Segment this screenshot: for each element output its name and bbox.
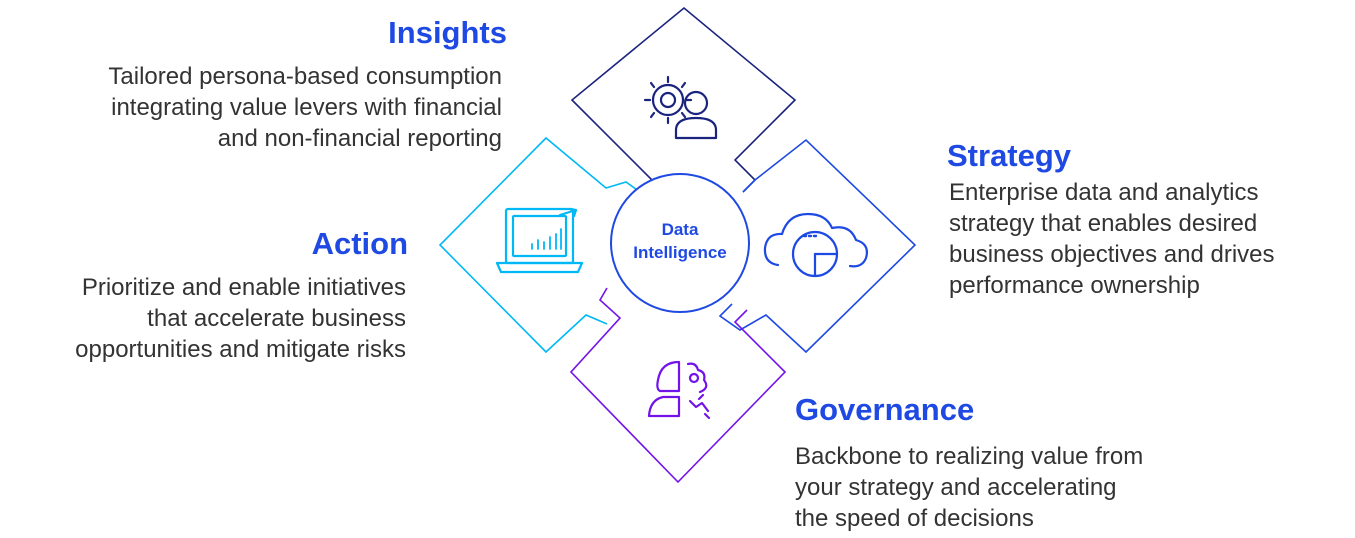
- center-label-line-1: Data: [661, 220, 699, 239]
- insights-description-line: and non-financial reporting: [217, 125, 502, 152]
- action-description-line: Prioritize and enable initiatives: [81, 274, 406, 301]
- action-description-line: that accelerate business: [147, 305, 406, 332]
- head-gears-icon: [647, 360, 711, 420]
- gear-person-icon: [643, 75, 718, 140]
- action-description-line: opportunities and mitigate risks: [75, 336, 406, 363]
- governance-description-line: Backbone to realizing value from: [795, 443, 1144, 470]
- governance-description: Backbone to realizing value from your st…: [795, 441, 1143, 534]
- insights-heading: Insights: [388, 15, 507, 50]
- cloud-pie-icon: [763, 212, 868, 278]
- governance-diamond-outline: [569, 287, 787, 484]
- insights-diamond-outline: [570, 6, 797, 193]
- action-description: Prioritize and enable initiatives that a…: [75, 272, 406, 365]
- center-label-line-2: Intelligence: [633, 243, 727, 262]
- strategy-description-line: performance ownership: [949, 272, 1200, 299]
- insights-description-line: integrating value levers with financial: [111, 94, 502, 121]
- strategy-description-line: business objectives and drives: [949, 241, 1275, 268]
- insights-description: Tailored persona-based consumption integ…: [108, 61, 502, 154]
- laptop-chart-icon: [495, 207, 584, 274]
- action-diamond-outline: [438, 136, 641, 354]
- governance-heading: Governance: [795, 392, 975, 427]
- governance-description-line: the speed of decisions: [795, 505, 1034, 532]
- strategy-description-line: Enterprise data and analytics: [949, 179, 1259, 206]
- action-heading: Action: [311, 226, 408, 261]
- center-circle: [610, 173, 750, 313]
- strategy-description: Enterprise data and analytics strategy t…: [949, 177, 1275, 301]
- strategy-heading: Strategy: [947, 138, 1072, 173]
- governance-description-line: your strategy and accelerating: [795, 474, 1117, 501]
- center-label: Data Intelligence: [612, 218, 748, 264]
- strategy-diamond-outline: [718, 138, 917, 354]
- insights-description-line: Tailored persona-based consumption: [108, 63, 502, 90]
- strategy-description-line: strategy that enables desired: [949, 210, 1258, 237]
